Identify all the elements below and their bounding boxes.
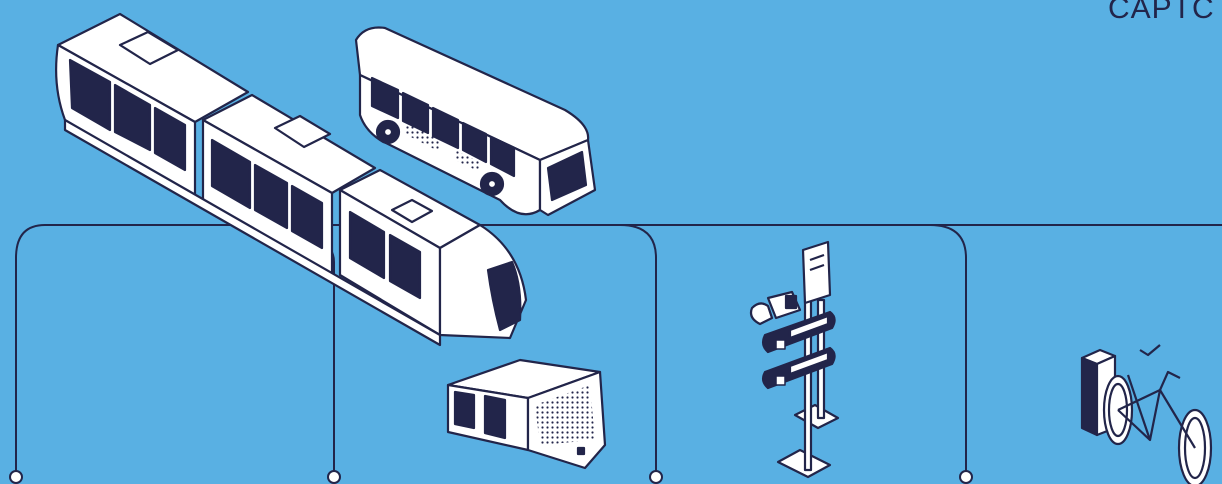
node-2: [328, 471, 340, 483]
branch-line-4: [930, 225, 966, 472]
node-1: [10, 471, 22, 483]
node-4: [960, 471, 972, 483]
node-3: [650, 471, 662, 483]
security-camera-icon: [751, 292, 800, 324]
connector-nodes: [10, 471, 972, 483]
parking-sign-icon: [763, 242, 838, 477]
bus-shelter-icon: [448, 360, 605, 468]
branch-line-3: [620, 225, 656, 472]
branch-line-1: [16, 225, 45, 472]
bicycle-icon: [1104, 345, 1211, 484]
connector-lines: [16, 225, 1222, 472]
